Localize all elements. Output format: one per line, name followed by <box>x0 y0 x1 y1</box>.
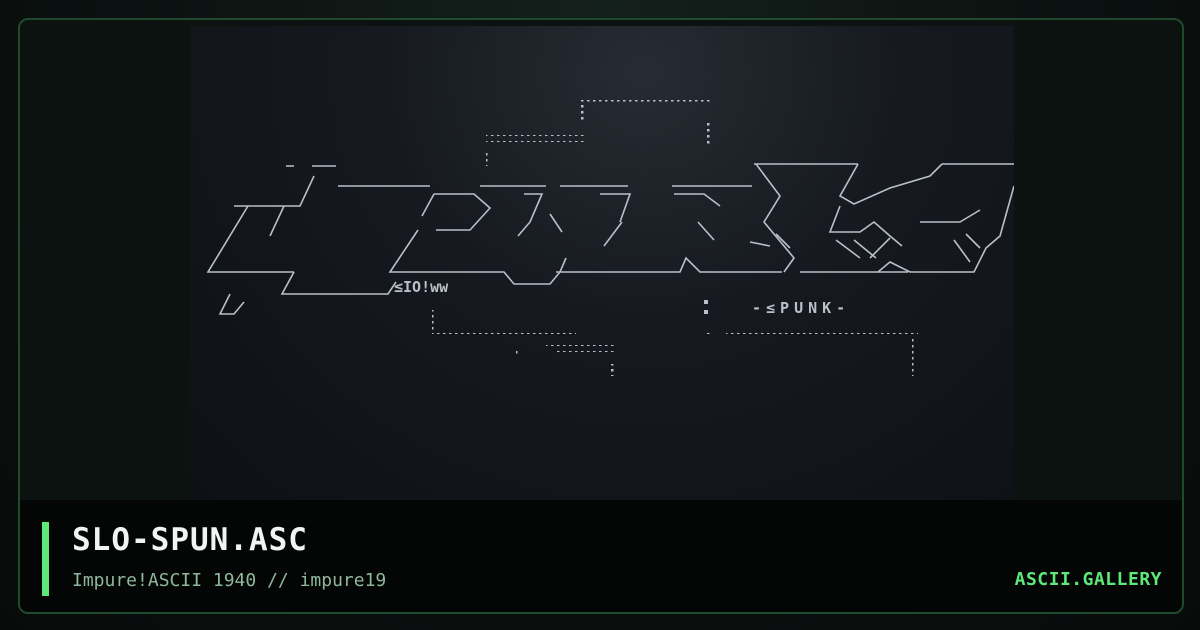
ascii-punk-text: -≤PUNK- <box>752 299 850 317</box>
caption-panel: SLO-SPUN.ASC Impure!ASCII 1940 // impure… <box>20 500 1182 612</box>
artwork-title: SLO-SPUN.ASC <box>72 522 308 558</box>
ascii-logo-strokes <box>206 163 1014 315</box>
accent-bar <box>42 522 49 596</box>
ascii-punk-group: -≤PUNK- <box>704 299 850 317</box>
artwork-subtitle: Impure!ASCII 1940 // impure19 <box>72 570 387 591</box>
card-frame: ≤IO!ww -≤PUNK- <box>18 18 1184 614</box>
dotted-lines-bottom <box>432 310 918 376</box>
ascii-artwork: ≤IO!ww -≤PUNK- <box>206 100 1014 376</box>
dotted-lines-top <box>486 100 710 166</box>
ascii-tag-text: ≤IO!ww <box>394 278 449 296</box>
ascii-artwork-preview[interactable]: ≤IO!ww -≤PUNK- <box>190 26 1014 502</box>
site-brand-link[interactable]: ASCII.GALLERY <box>1014 569 1162 590</box>
